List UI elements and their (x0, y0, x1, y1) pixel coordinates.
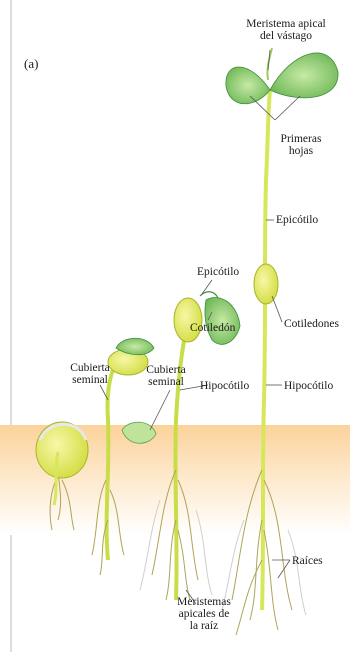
label-raices: Raíces (292, 555, 323, 567)
panel-label: (a) (24, 58, 38, 70)
label-cubierta-seminal-1: Cubierta seminal (62, 362, 118, 386)
label-primeras-hojas: Primeras hojas (270, 133, 332, 157)
label-epicotilo-mid: Epicótilo (197, 266, 239, 278)
label-cotiledon: Cotiledón (190, 322, 235, 334)
label-cubierta-seminal-2: Cubierta seminal (138, 364, 194, 388)
label-hipocotilo-tall: Hipocótilo (284, 380, 333, 392)
label-meristema-apical: Meristema apical del vástago (236, 18, 336, 42)
label-cotiledones: Cotiledones (284, 318, 339, 330)
label-hipocotilo-mid: Hipocótilo (200, 380, 249, 392)
label-epicotilo-tall: Epicótilo (276, 214, 318, 226)
label-meristemas-raiz: Meristemas apicales de la raíz (162, 596, 246, 632)
